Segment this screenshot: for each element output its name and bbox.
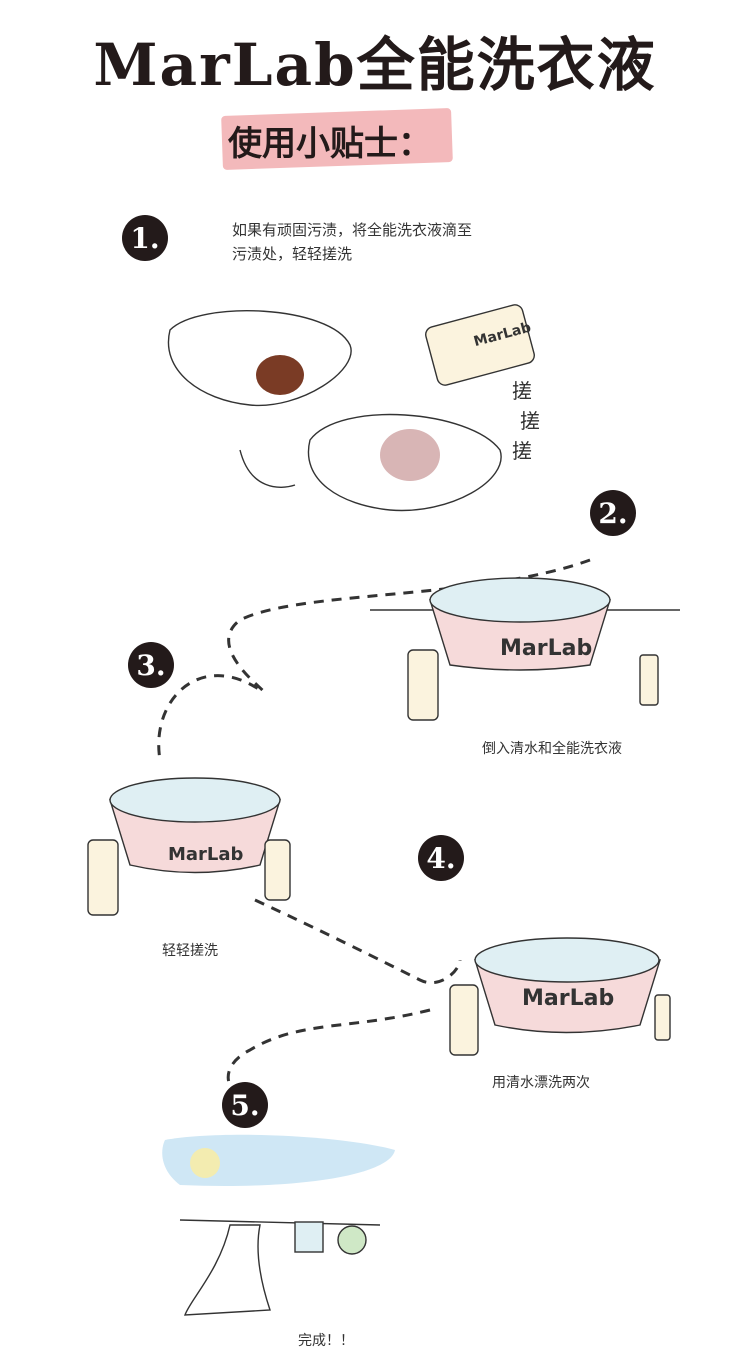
- step-badge-5: 5.: [222, 1082, 268, 1128]
- step5-text: 完成！！: [298, 1333, 354, 1349]
- step1-line1: 如果有顽固污渍，将全能洗衣液滴至: [232, 221, 473, 239]
- step4-text: 用清水漂洗两次: [492, 1075, 590, 1091]
- sky-icon: [162, 1134, 395, 1186]
- step-badge-2: 2.: [590, 490, 636, 536]
- basin-brand: MarLab: [522, 986, 614, 1011]
- basin-brand: MarLab: [500, 636, 592, 661]
- dashed-path: [157, 558, 591, 761]
- step-badge-3: 3.: [128, 642, 174, 688]
- sound-word: 搓: [512, 379, 532, 403]
- stain-icon: [256, 355, 304, 395]
- step2-text: 倒入清水和全能洗衣液: [482, 741, 622, 757]
- step-badge-1: 1.: [122, 215, 168, 261]
- basin-brand: MarLab: [168, 844, 244, 865]
- step1-text: 如果有顽固污渍，将全能洗衣液滴至 污渍处，轻轻搓洗: [232, 218, 472, 266]
- clothesline: [179, 1219, 381, 1226]
- step3-text: 轻轻搓洗: [162, 943, 218, 959]
- page-title: MarLab全能洗衣液: [93, 31, 657, 99]
- step1-line2: 污渍处，轻轻搓洗: [232, 245, 353, 263]
- subtitle: 使用小贴士：: [228, 124, 432, 164]
- sound-word: 搓: [520, 409, 540, 433]
- step-badge-4: 4.: [418, 835, 464, 881]
- cat-icon: [337, 1225, 367, 1255]
- sound-word: 搓: [512, 439, 532, 463]
- bottle-icon: [425, 304, 535, 386]
- sun-icon: [190, 1148, 220, 1178]
- cloth-stained: [167, 310, 352, 407]
